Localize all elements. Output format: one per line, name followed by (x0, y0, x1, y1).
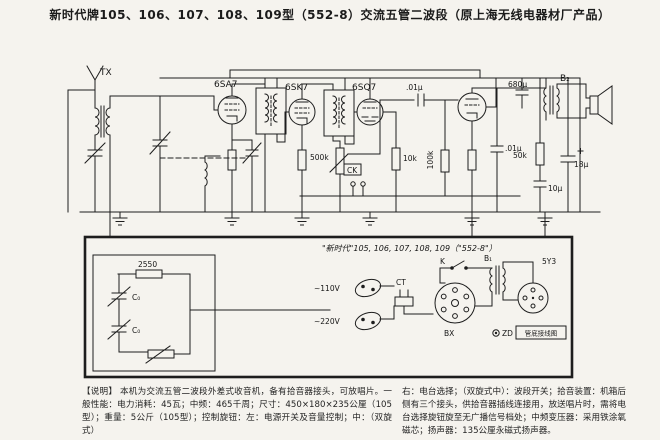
label-b2-transformer: B₂ (560, 74, 570, 84)
mains-plug: CT (379, 278, 434, 320)
label-cap-18u: 18μ (574, 160, 589, 169)
socket-bx: BX K (434, 257, 493, 338)
if-transformer-1 (255, 77, 290, 213)
label-cap-01a: .01μ (406, 83, 423, 92)
socket-note: ZD 管底接线图 (492, 325, 567, 340)
label-bx: BX (444, 329, 454, 338)
caption-left-column: 【说明】 本机为交流五管二波段外差式收音机，备有拾音器接头，可放唱片。一般性能：… (82, 387, 392, 437)
output-stage: .01μ .01μ 680μ 100k (406, 77, 547, 213)
label-ct: CT (396, 278, 406, 287)
label-rectifier-tube: 5Y3 (542, 257, 556, 266)
label-resistor-500k: 500k (310, 153, 329, 162)
label-cap-10u: 10μ (548, 184, 563, 193)
volume-and-pickup-section: 500k CK (310, 99, 415, 213)
label-resistor-100k: 100k (426, 150, 435, 169)
label-220v: ~220V (314, 317, 341, 326)
converter-stage: 6SA7 (204, 80, 266, 213)
label-c0-lower: C₀ (132, 326, 140, 335)
label-resistor-10k: 10k (403, 154, 418, 163)
label-tx: TX (99, 68, 112, 78)
output-transformer-speaker: B₂ (543, 74, 613, 125)
label-b1-transformer: B₁ (484, 254, 492, 263)
label-tube-6sk7: 6SK7 (285, 83, 308, 93)
label-c0-upper: C₀ (132, 293, 140, 302)
if-amp-stage: 6SK7 (285, 83, 334, 213)
label-ck-jack: CK (347, 166, 358, 175)
if-transformer-2 (323, 77, 358, 149)
label-socket-note: 管底接线图 (525, 329, 558, 338)
label-110v: ~110V (314, 284, 341, 293)
label-zd-terminal: ZD (502, 329, 513, 338)
mains-voltage-selectors: ~110V ~220V (314, 278, 382, 331)
antenna-input-section: TX (84, 65, 247, 213)
label-switch-k: K (440, 257, 446, 266)
ground-rail (79, 211, 601, 238)
page-title: 新时代牌105、106、107、108、109型（552-8）交流五管二波段（原… (49, 8, 611, 22)
caption-right-column: 右：电台选择；（双旋式中）：波段开关；拾音装置：机箱后侧有三个接头，供拾音器插线… (402, 387, 626, 437)
chassis-model-label: "新时代"105, 106, 107, 108, 109（"552-8"） (322, 244, 497, 253)
label-resistor-50k: 50k (513, 151, 528, 160)
label-cap-01b: .01μ (505, 144, 522, 153)
label-cap-680: 680μ (508, 80, 527, 89)
chassis-box: "新时代"105, 106, 107, 108, 109（"552-8"） 25… (83, 235, 574, 379)
label-tube-6sq7: 6SQ7 (352, 83, 376, 93)
power-filter-section: 18μ 10μ 50k (299, 77, 589, 213)
power-transformer-rectifier: B₁ 5Y3 (474, 254, 556, 314)
detector-stage: 6SQ7 10k (352, 77, 418, 213)
label-tube-6sa7: 6SA7 (214, 80, 238, 90)
label-padder-2550: 2550 (138, 260, 157, 269)
tuning-gang-box: 2550 C₀ C₀ (92, 254, 331, 372)
